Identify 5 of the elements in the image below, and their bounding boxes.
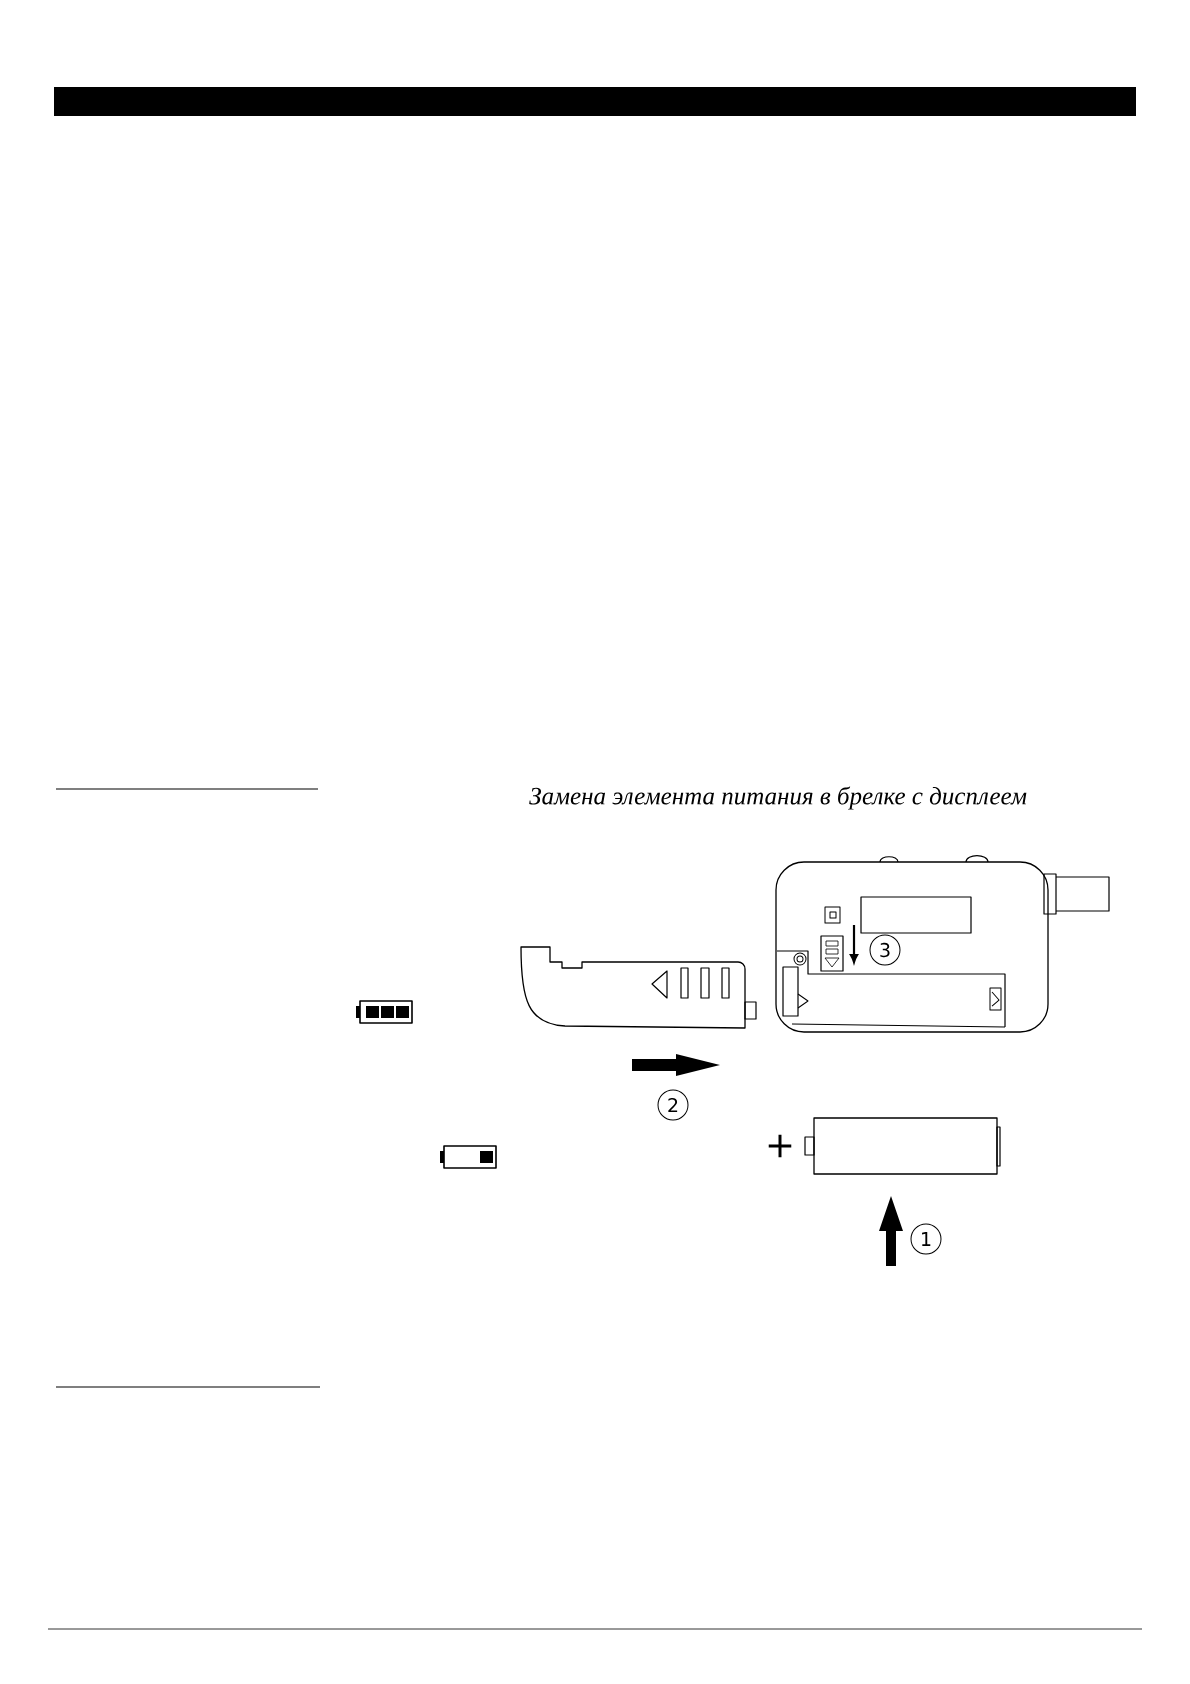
- step-number: 1: [910, 1223, 942, 1255]
- figure-caption: Замена элемента питания в брелке с дисплеем: [529, 786, 1027, 810]
- step-number: 2: [657, 1089, 689, 1121]
- step-number: 3: [869, 934, 901, 966]
- polarity-sign: +: [768, 1134, 792, 1158]
